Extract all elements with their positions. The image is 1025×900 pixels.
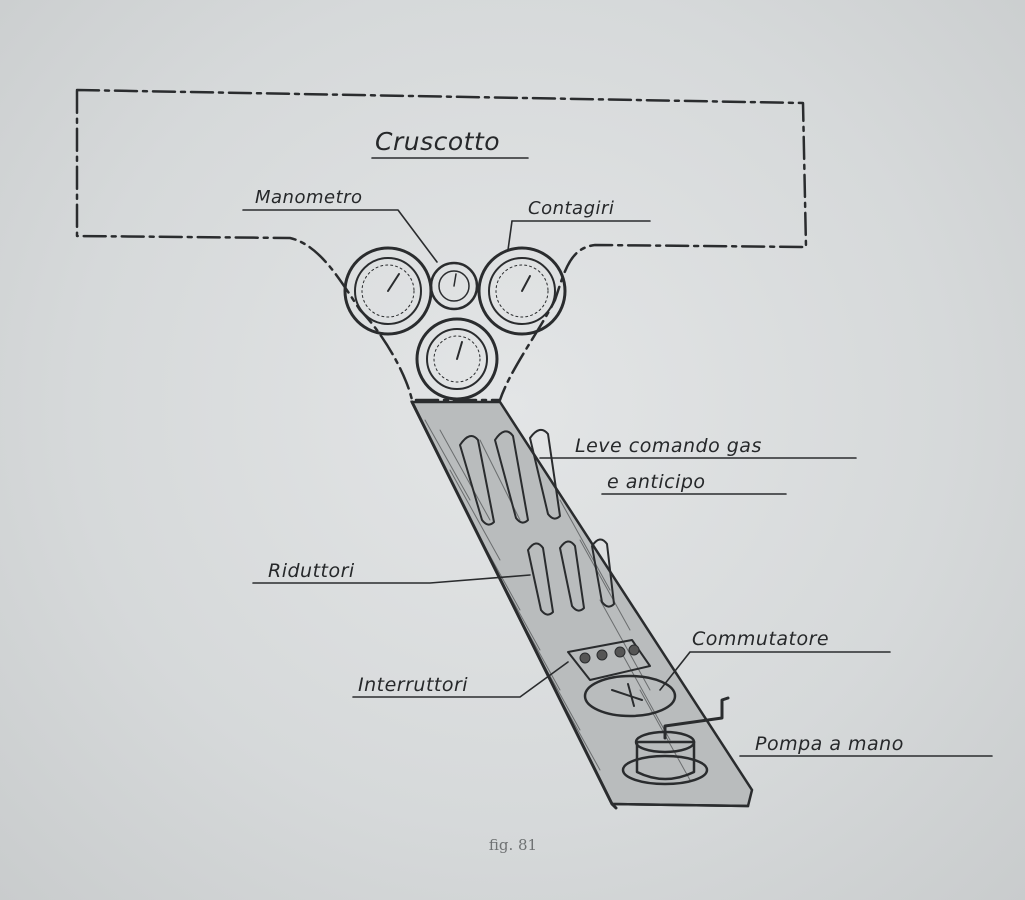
label-commutator: Commutatore	[692, 628, 829, 650]
label-reducers: Riduttori	[268, 560, 355, 582]
label-tachometer: Contagiri	[528, 198, 614, 219]
gauge-left	[343, 246, 433, 336]
label-switches: Interruttori	[358, 674, 468, 696]
label-levers-line1: Leve comando gas	[575, 435, 762, 457]
dashboard-outline	[75, 88, 808, 402]
label-levers-line2: e anticipo	[607, 471, 706, 493]
title-label: Cruscotto	[375, 127, 500, 156]
leader-lines	[242, 157, 993, 757]
figure-caption: fig. 81	[489, 836, 537, 854]
label-manometer: Manometro	[255, 187, 363, 208]
gauge-bottom	[415, 317, 499, 401]
gauge-manometer	[429, 261, 479, 311]
switch-block	[567, 639, 651, 681]
label-hand-pump: Pompa a mano	[755, 733, 904, 755]
hand-pump	[621, 696, 730, 786]
commutator-disc	[583, 674, 677, 718]
control-console	[409, 400, 754, 810]
throttle-levers	[459, 428, 561, 526]
reducer-levers	[527, 538, 615, 616]
gauge-tachometer	[477, 246, 567, 336]
